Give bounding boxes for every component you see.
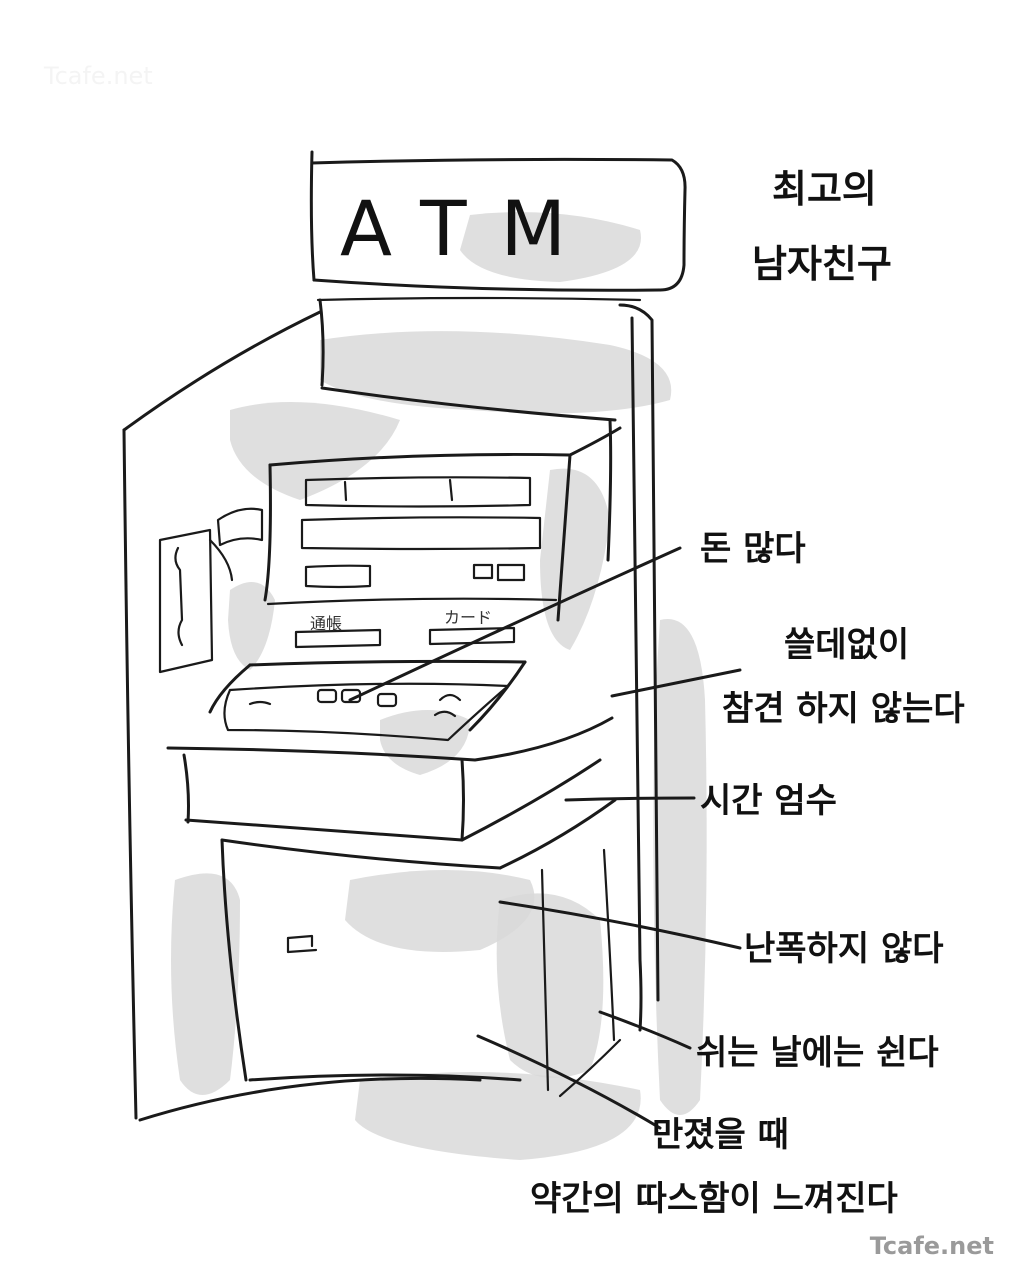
annotation-violence: 난폭하지 않다 — [744, 929, 944, 969]
annotation-nagging-line-1: 쓸데없이 — [784, 625, 910, 665]
atm-sign-board — [309, 150, 687, 302]
card-slot-label: カード — [444, 608, 493, 627]
annotation-leaders — [348, 546, 742, 1130]
marker-shading — [171, 212, 707, 1160]
watermark-ghost: Tcafe.net — [44, 62, 153, 90]
annotation-touch-line-1: 만졌을 때 — [652, 1115, 789, 1155]
atm-lower-body — [182, 753, 617, 1092]
atm-sign-text: ATM — [340, 184, 601, 273]
annotation-money: 돈 많다 — [700, 529, 806, 569]
card-slots — [266, 597, 558, 649]
atm-cabinet — [122, 298, 660, 1122]
annotation-nagging-line-2: 참견 하지 않는다 — [722, 689, 965, 729]
annotation-touch-line-2: 약간의 따스함이 느껴진다 — [530, 1179, 898, 1219]
phone-handset — [158, 507, 264, 674]
title-line-1: 최고의 — [772, 167, 877, 211]
annotation-time: 시간 엄수 — [700, 781, 837, 821]
watermark: Tcafe.net — [869, 1232, 994, 1260]
passbook-slot-label: 通帳 — [310, 614, 343, 633]
title-line-2: 남자친구 — [752, 242, 892, 286]
atm-screen-slots — [300, 476, 542, 589]
keypad-shelf — [166, 659, 614, 762]
annotation-rest: 쉬는 날에는 쉰다 — [696, 1033, 939, 1073]
